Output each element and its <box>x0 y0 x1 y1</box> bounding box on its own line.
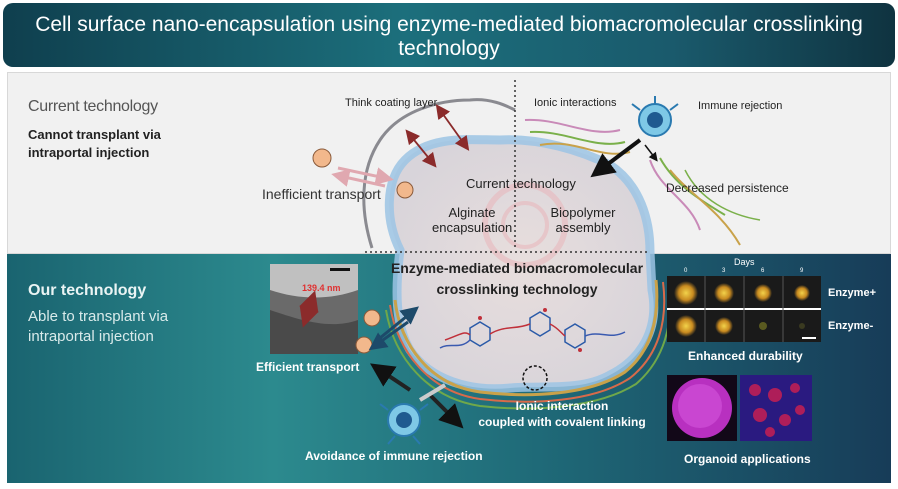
thick-coating-layer <box>362 98 516 249</box>
day-tick-0: 0 <box>684 268 688 274</box>
label-enzyme-minus: Enzyme- <box>828 320 874 332</box>
label-enhanced-durability: Enhanced durability <box>688 349 803 363</box>
title-banner: Cell surface nano-encapsulation using en… <box>3 3 895 67</box>
label-alginate-encapsulation: Alginate encapsulation <box>432 205 513 235</box>
current-technology-subheading: Cannot transplant via intraportal inject… <box>28 127 161 160</box>
crosslinked-coating <box>393 279 659 397</box>
label-avoidance-immune: Avoidance of immune rejection <box>305 449 483 463</box>
title-line-1: Cell surface nano-encapsulation using en… <box>35 13 863 36</box>
day-tick-3: 3 <box>722 268 726 274</box>
label-decreased-persistence: Decreased persistence <box>666 181 789 195</box>
our-technology-subheading: Able to transplant via intraportal injec… <box>28 308 169 345</box>
particle <box>363 309 381 327</box>
label-efficient-transport: Efficient transport <box>256 360 360 374</box>
label-current-technology-center: Current technology <box>466 176 576 191</box>
label-ionic-covalent: Ionic interaction coupled with covalent … <box>478 399 646 429</box>
day-tick-9: 9 <box>800 268 804 274</box>
tem-measurement: 139.4 nm <box>302 283 341 293</box>
label-biopolymer-assembly: Biopolymer assembly <box>550 205 616 235</box>
current-technology-heading: Current technology <box>28 98 158 115</box>
label-days: Days <box>734 257 755 267</box>
label-organoid-applications: Organoid applications <box>684 452 811 466</box>
label-immune-rejection: Immune rejection <box>698 100 783 112</box>
particle <box>355 336 373 354</box>
label-enzyme-plus: Enzyme+ <box>828 287 876 299</box>
label-ionic-interactions: Ionic interactions <box>534 97 617 109</box>
particle <box>312 148 332 168</box>
immune-cell-bottom <box>379 403 429 445</box>
label-enzyme-mediated-center: Enzyme-mediated biomacromolecular crossl… <box>390 260 644 297</box>
our-technology-heading: Our technology <box>28 282 147 299</box>
particle <box>396 181 414 199</box>
title-line-2: technology <box>398 37 500 60</box>
crosslink-molecules <box>439 308 626 352</box>
label-inefficient-transport: Inefficient transport <box>262 186 381 202</box>
immune-cell-top <box>631 96 679 137</box>
label-thick-coating: Think coating layer <box>345 97 438 109</box>
day-tick-6: 6 <box>761 268 765 274</box>
